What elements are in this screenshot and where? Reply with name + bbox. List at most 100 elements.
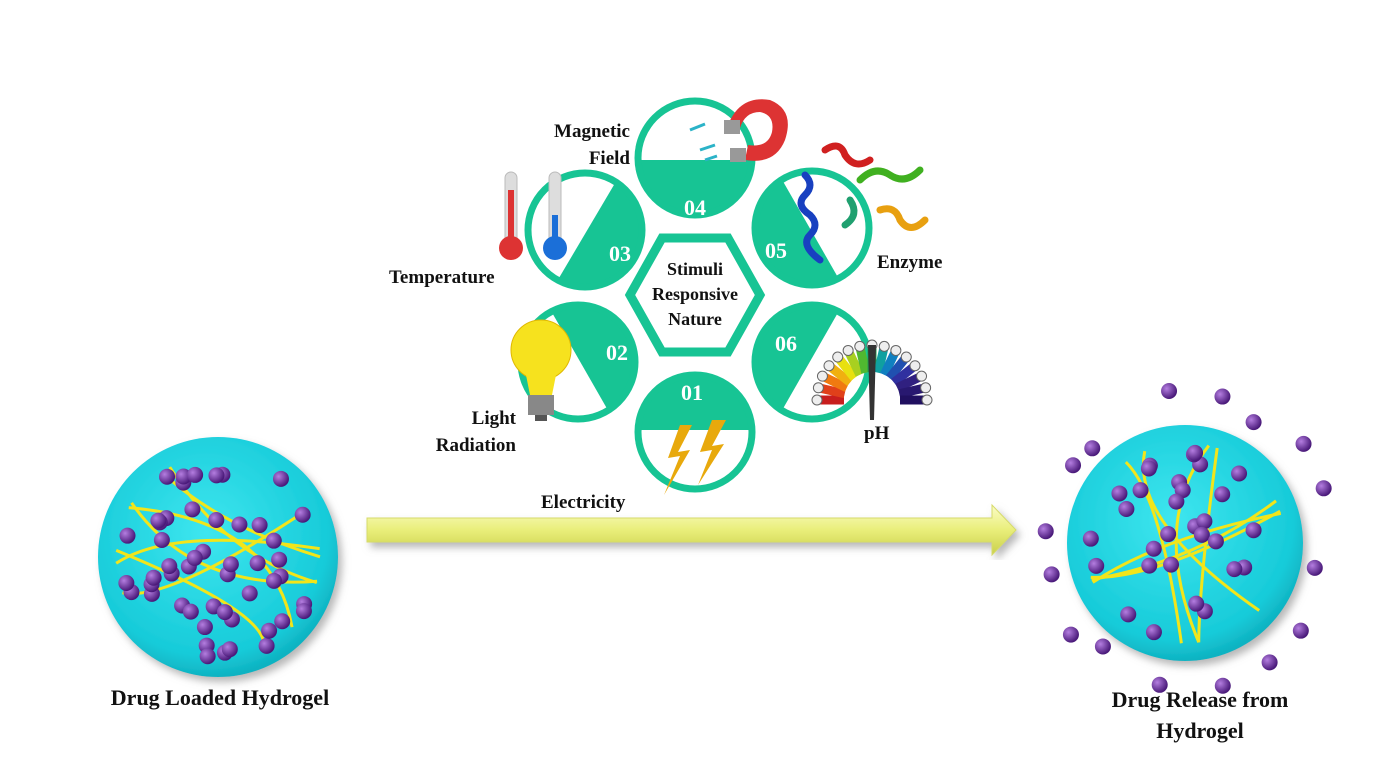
drug-molecule — [187, 466, 204, 483]
released-drug-molecule — [1315, 480, 1332, 497]
drug-molecule — [221, 641, 238, 658]
released-drug-molecule — [1306, 559, 1323, 576]
drug-molecule — [161, 558, 178, 575]
drug-molecule — [208, 467, 225, 484]
drug-molecule — [258, 637, 275, 654]
drug-molecule — [241, 585, 258, 602]
number-01: 01 — [681, 380, 703, 405]
number-04: 04 — [684, 195, 706, 220]
drug-molecule — [1214, 486, 1231, 503]
caption-drug-release: Drug Release from Hydrogel — [1060, 684, 1340, 746]
drug-molecule — [231, 516, 248, 533]
lightning-icon — [664, 420, 726, 495]
number-05: 05 — [765, 238, 787, 263]
released-drug-molecule — [1062, 626, 1079, 643]
drug-molecule — [271, 551, 288, 568]
label-ph: pH — [864, 423, 890, 444]
drug-molecule — [118, 574, 135, 591]
released-drug-molecule — [1214, 677, 1231, 694]
stimulus-segment-04 — [634, 97, 756, 219]
caption-line: Hydrogel — [1156, 718, 1244, 743]
drug-molecule — [1145, 624, 1162, 641]
drug-molecule — [199, 648, 216, 665]
drug-molecule — [1187, 444, 1204, 461]
released-drug-molecule — [1161, 383, 1178, 400]
drug-molecule — [159, 468, 176, 485]
drug-molecule — [1088, 557, 1105, 574]
drug-molecule — [1145, 540, 1162, 557]
drug-molecule — [295, 603, 312, 620]
drug-molecule — [184, 501, 201, 518]
drug-molecule — [1160, 526, 1177, 543]
drug-molecule — [150, 512, 167, 529]
released-drug-molecule — [1261, 654, 1278, 671]
number-06: 06 — [775, 331, 797, 356]
drug-molecule — [208, 512, 225, 529]
label-enzyme: Enzyme — [877, 252, 943, 273]
drug-molecule — [274, 613, 291, 630]
drug-molecule — [294, 506, 311, 523]
drug-molecule — [1231, 465, 1248, 482]
drug-molecule — [265, 532, 282, 549]
drug-released-hydrogel — [1037, 383, 1332, 694]
drug-loaded-hydrogel — [98, 437, 338, 677]
released-drug-molecule — [1084, 440, 1101, 457]
label-temperature: Temperature — [389, 267, 495, 288]
drug-molecule — [1132, 482, 1149, 499]
stimuli-wheel — [517, 97, 873, 493]
drug-molecule — [196, 619, 213, 636]
released-drug-molecule — [1094, 638, 1111, 655]
released-drug-molecule — [1151, 676, 1168, 693]
center-title-line: Nature — [668, 309, 722, 329]
stimulus-segment-01 — [634, 371, 756, 493]
drug-molecule — [1141, 557, 1158, 574]
drug-molecule — [1120, 606, 1137, 623]
ph-scale-icon — [811, 339, 933, 420]
release-arrow — [366, 503, 1017, 557]
drug-molecule — [249, 555, 266, 572]
center-title: Stimuli Responsive Nature — [640, 257, 750, 332]
drug-molecule — [1193, 526, 1210, 543]
released-drug-molecule — [1065, 457, 1082, 474]
released-drug-molecule — [1043, 566, 1060, 583]
caption-drug-loaded-hydrogel: Drug Loaded Hydrogel — [110, 685, 330, 710]
drug-molecule — [1111, 485, 1128, 502]
drug-molecule — [1226, 561, 1243, 578]
drug-molecule — [1082, 530, 1099, 547]
drug-molecule — [1188, 595, 1205, 612]
drug-molecule — [251, 517, 268, 534]
drug-molecule — [1168, 493, 1185, 510]
number-03: 03 — [609, 241, 631, 266]
magnet-icon — [689, 99, 788, 162]
released-drug-molecule — [1292, 622, 1309, 639]
drug-molecule — [1207, 533, 1224, 550]
center-hexagon — [624, 233, 766, 357]
enzyme-protein-icon — [797, 142, 929, 264]
light-bulb-icon — [510, 319, 572, 421]
drug-molecule — [1163, 556, 1180, 573]
number-02: 02 — [606, 340, 628, 365]
drug-molecule — [272, 470, 289, 487]
drug-molecule — [186, 549, 203, 566]
drug-molecule — [1245, 522, 1262, 539]
drug-molecule — [261, 622, 278, 639]
center-title-line: Responsive — [651, 284, 738, 304]
label-electricity: Electricity — [541, 492, 626, 513]
drug-molecule — [145, 569, 162, 586]
released-drug-molecule — [1295, 435, 1312, 452]
center-title-line: Stimuli — [666, 259, 723, 279]
drug-molecule — [216, 604, 233, 621]
drug-molecule — [1140, 460, 1157, 477]
drug-molecule — [1196, 513, 1213, 530]
drug-molecule — [153, 532, 170, 549]
caption-line: Drug Release from — [1111, 687, 1289, 712]
drug-molecule — [1118, 501, 1135, 518]
released-drug-molecule — [1214, 388, 1231, 405]
released-drug-molecule — [1245, 414, 1262, 431]
drug-molecule — [265, 572, 282, 589]
drug-molecule — [182, 603, 199, 620]
label-magnetic-field: Magnetic Field — [554, 121, 630, 169]
released-drug-molecule — [1037, 523, 1054, 540]
